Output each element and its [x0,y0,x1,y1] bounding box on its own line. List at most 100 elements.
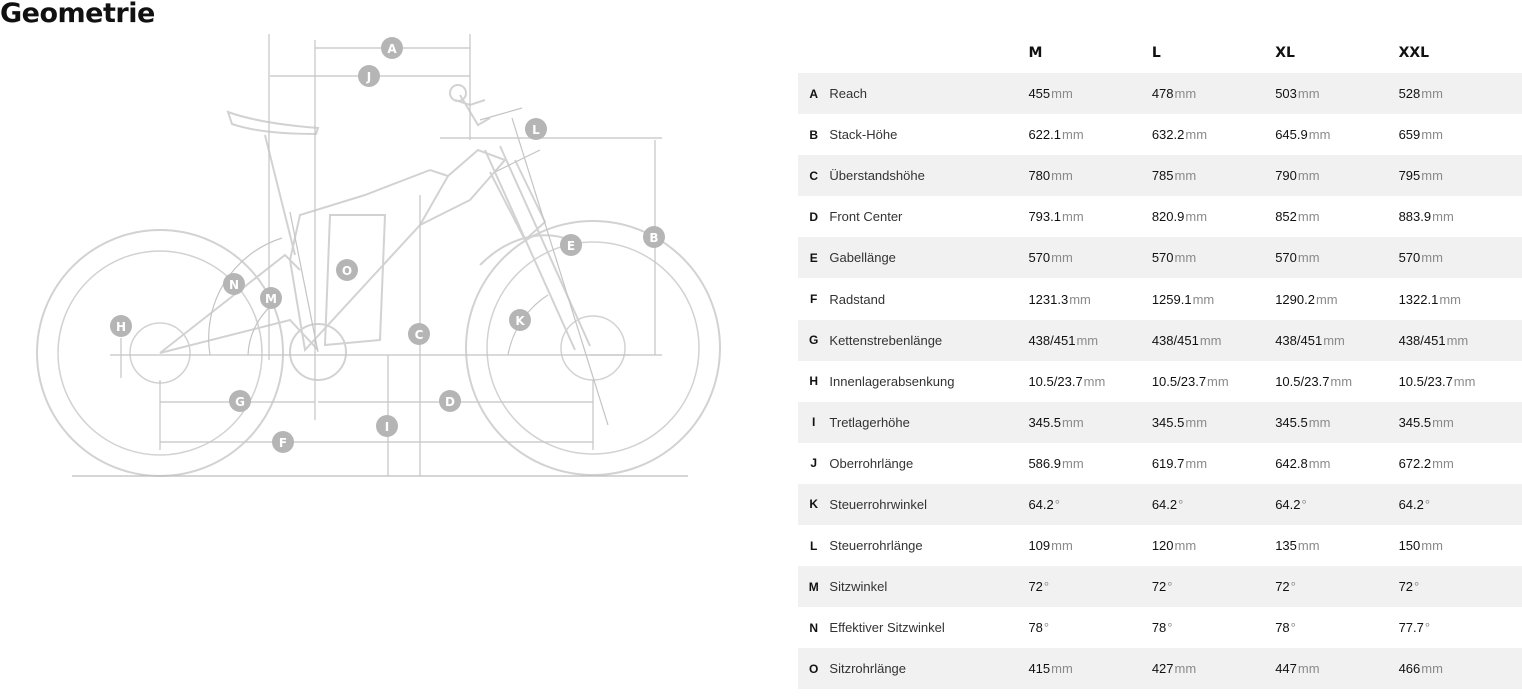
row-unit: mm [1432,414,1454,430]
row-value-cell: 619.7mm [1152,443,1275,484]
row-value-cell: 672.2mm [1399,443,1522,484]
row-unit: mm [1297,661,1320,677]
row-value: 570 [1151,250,1174,266]
row-value-cell: 570mm [1398,237,1522,279]
row-value-cell: 1259.1mm [1152,278,1275,319]
row-letter: F [810,292,818,307]
head-tube [419,148,507,226]
row-letter: J [810,456,818,471]
row-unit: ° [1178,496,1184,512]
row-value: 659 [1398,127,1421,143]
row-value-cell: 78° [1152,607,1275,648]
grip [449,84,467,102]
bike-geometry-diagram: A J L B E N M O H C K G D I F [36,34,721,477]
row-letter: N [809,620,819,635]
row-letter: D [809,209,819,224]
row-unit: mm [1051,661,1073,677]
saddle [226,110,320,136]
row-value: 10.5/23.7 [1398,373,1453,389]
row-value-cell: 455mm [1028,73,1152,115]
dimension-markers: A J L B E N M O H C K G D I F [110,37,665,453]
row-unit: mm [1174,86,1197,102]
seatpost [264,134,296,256]
row-value: 64.2 [1028,496,1054,512]
row-unit: mm [1083,373,1106,389]
row-unit: mm [1439,291,1462,307]
row-name: Oberrohrlänge [829,455,914,471]
row-value: 345.5 [1028,414,1061,430]
row-value: 780 [1028,168,1051,184]
row-value-cell: 793.1mm [1028,196,1151,237]
row-value: 72 [1151,579,1167,595]
row-value: 793.1 [1028,209,1061,225]
row-unit: mm [1315,291,1338,307]
row-value: 64.2 [1151,496,1178,512]
row-value: 78 [1275,620,1290,636]
row-value-cell: 820.9mm [1152,196,1275,237]
row-unit: mm [1051,168,1073,184]
row-letter: I [798,401,830,443]
row-letter: C [798,155,830,197]
row-value: 455 [1028,86,1051,102]
row-unit: ° [1414,579,1420,595]
row-unit: ° [1167,579,1173,595]
row-name: Steuerrohrwinkel [829,483,1029,526]
row-value: 438/451 [1151,332,1199,348]
row-value-cell: 10.5/23.7mm [1275,361,1398,402]
row-name: Radstand [829,291,886,307]
row-unit: mm [1297,209,1320,225]
row-unit: mm [1432,455,1454,471]
row-unit: ° [1054,496,1060,512]
row-value-cell: 150mm [1399,525,1522,566]
row-unit: ° [1424,620,1431,636]
row-value-cell: 72° [1151,566,1276,608]
row-value-cell: 72° [1028,566,1152,608]
row-value: 150 [1398,538,1421,554]
row-value: 645.9 [1275,127,1308,143]
marker-M: M [260,287,282,309]
svg-text:E: E [567,239,575,253]
svg-text:F: F [279,436,287,450]
row-value: 345.5 [1275,414,1308,430]
marker-F: F [272,431,294,453]
marker-B: B [643,226,665,248]
marker-O: O [336,259,358,281]
row-value: 10.5/23.7 [1151,373,1207,389]
row-value: 619.7 [1151,455,1185,471]
row-value: 120 [1151,538,1174,554]
row-value-cell: 852mm [1275,196,1398,237]
row-unit: mm [1062,209,1084,225]
row-unit: ° [1424,496,1431,512]
marker-L: L [525,118,547,140]
row-value-cell: 10.5/23.7mm [1028,361,1151,402]
row-value-cell: 78° [1275,607,1398,648]
row-value-cell: 1231.3mm [1028,278,1151,319]
row-value: 427 [1151,661,1174,677]
row-value-cell: 466mm [1398,648,1522,690]
row-value: 64.2 [1398,496,1424,512]
row-value-cell: 10.5/23.7mm [1152,361,1275,402]
row-value-cell: 345.5mm [1151,401,1276,443]
svg-text:L: L [532,123,540,137]
row-value: 1259.1 [1151,291,1192,307]
row-name: Steuerrohrlänge [829,538,923,554]
row-unit: mm [1308,414,1331,430]
row-value-cell: 78° [1028,607,1151,648]
row-unit: mm [1297,86,1320,102]
row-unit: mm [1185,209,1208,225]
row-unit: mm [1185,127,1208,143]
row-value: 790 [1275,168,1297,184]
svg-text:N: N [229,278,239,292]
row-value-cell: 632.2mm [1152,114,1275,155]
row-value: 795 [1398,168,1421,184]
row-value: 415 [1028,661,1051,677]
row-unit: mm [1421,661,1443,677]
marker-H: H [110,315,132,337]
